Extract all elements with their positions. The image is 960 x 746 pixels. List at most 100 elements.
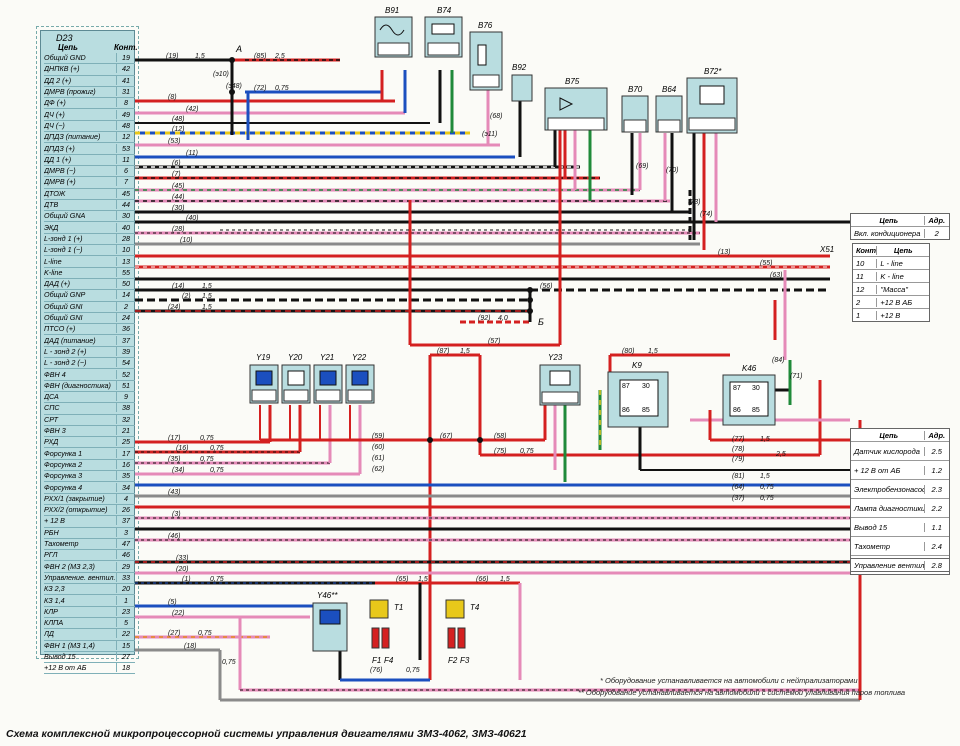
wire-label: (92) [478, 315, 490, 322]
ecu-pin-number: 16 [116, 459, 135, 469]
wire-label: (76) [370, 667, 382, 674]
table-out-circuit: Тахометр [854, 541, 890, 551]
ecu-pin-row: L - зонд 2 (+)39 [44, 346, 135, 359]
ecu-pin-number: 53 [116, 143, 135, 153]
table-out-circuit: Датчик кислорода [854, 446, 920, 456]
svg-text:85: 85 [642, 407, 650, 414]
wire-label: (12) [172, 126, 184, 133]
ecu-pin-circuit: РБН [44, 527, 59, 537]
label-k46: K46 [742, 364, 757, 373]
ecu-pin-number: 9 [116, 392, 135, 402]
svg-text:87: 87 [733, 385, 741, 392]
wire-label: (э48) [226, 83, 242, 90]
wire-label: (37) [732, 495, 744, 502]
wire-label: 1,5 [760, 436, 770, 443]
ecu-pin-number: 33 [116, 572, 135, 582]
ecu-pin-row: ЛД 22 [44, 628, 135, 641]
sensor-b70: B70 [621, 85, 649, 133]
wire-label: (э10) [213, 71, 229, 78]
ecu-pin-row: ДЧ (+)49 [44, 109, 135, 121]
wire-label: (34) [172, 467, 184, 474]
wire-label: 1,5 [648, 348, 658, 355]
wire-label: 0,75 [210, 467, 224, 474]
ecu-pin-circuit: Вывод 15 [44, 652, 76, 662]
wire-label: 0,75 [275, 85, 289, 92]
ecu-pin-row: ДД 1 (+)11 [44, 154, 135, 166]
ecu-pin-number: 44 [116, 200, 135, 210]
ecu-pin-circuit: Управление. вентил. [44, 572, 116, 582]
ecu-pin-number: 40 [116, 222, 135, 232]
ecu-pin-number: 50 [116, 279, 135, 289]
wire-label: (2) [182, 293, 191, 300]
wire-label: (85) [254, 53, 266, 60]
wire-label: (58) [494, 433, 506, 440]
ecu-pin-row: L-зонд 1 (+)28 [44, 233, 135, 246]
wire-label: (60) [372, 444, 384, 451]
wire-label: 0,75 [200, 435, 214, 442]
label-f2: F2 [448, 656, 458, 665]
injector-y19: Y19 [249, 353, 279, 404]
ecu-pin-number: 4 [116, 493, 135, 503]
table-out-h2: Адр. [923, 430, 949, 440]
ecu-pin-row: L-зонд 1 (−)10 [44, 244, 135, 257]
wire-label: 1,5 [760, 473, 770, 480]
ecu-pin-circuit: Общий GND [44, 53, 86, 63]
wire-label: (74) [700, 211, 712, 218]
ecu-pin-circuit: ДД 2 (+) [44, 75, 72, 85]
canister-valve-y46: Y46** [312, 591, 348, 652]
wire-label: (17) [168, 435, 180, 442]
ecu-pin-circuit: ДТВ [44, 200, 59, 210]
wire-label: (72) [254, 85, 266, 92]
ecu-pin-circuit: ДНПКВ (+) [44, 64, 80, 74]
label-b70: B70 [628, 85, 643, 94]
ecu-id: D23 [56, 33, 73, 43]
node-a: А [235, 44, 242, 54]
sensor-b72: B72* [686, 67, 738, 134]
wire-label: 0,75 [406, 667, 420, 674]
wire-label: (30) [172, 205, 184, 212]
ecu-pin-circuit: СПС [44, 403, 60, 413]
ecu-pin-circuit: ДМРВ (−) [44, 166, 76, 176]
wire-label: (24) [168, 304, 180, 311]
wire-paths [135, 58, 862, 702]
ignition-coil-t4: T4 F2 F3 [445, 599, 480, 665]
table-ac-h2: Адр. [923, 215, 949, 225]
ecu-pin-number: 31 [116, 87, 135, 97]
ecu-pin-row: ДПДЗ (+)53 [44, 142, 135, 155]
wire-label: (70) [666, 167, 678, 174]
wire-label: (20) [176, 566, 188, 573]
wire-label: (75) [494, 448, 506, 455]
ecu-pin-number: 22 [116, 629, 135, 639]
wire-label: 4,0 [498, 315, 508, 322]
ecu-pin-circuit: + 12 В [44, 516, 65, 526]
ecu-pin-circuit: Общий GNI [44, 301, 83, 311]
footnote-2: ** Оборудование устанавливается на автом… [578, 688, 905, 697]
wire-label: (56) [540, 283, 552, 290]
table-out-addr: 2.5 [923, 446, 949, 456]
table-out-h1: Цепь [879, 430, 899, 440]
table-x51-circuit: K - line [876, 271, 929, 281]
ecu-pin-number: 52 [116, 369, 135, 379]
wire-label: 1,5 [202, 304, 212, 311]
table-ac-r1a: 2 [923, 228, 949, 238]
ecu-pin-number: 18 [116, 663, 135, 673]
table-x51-row: 1+12 В [853, 309, 929, 321]
wire-label: (40) [186, 215, 198, 222]
node-b: Б [538, 317, 544, 327]
ecu-pin-circuit: ФВН 2 (МЗ 2,3) [44, 561, 95, 571]
ecu-pin-circuit: ЛД [44, 629, 54, 639]
ecu-pin-circuit: ДЧ (−) [44, 120, 65, 130]
wire-label: 0,75 [200, 456, 214, 463]
wire-label: (35) [168, 456, 180, 463]
